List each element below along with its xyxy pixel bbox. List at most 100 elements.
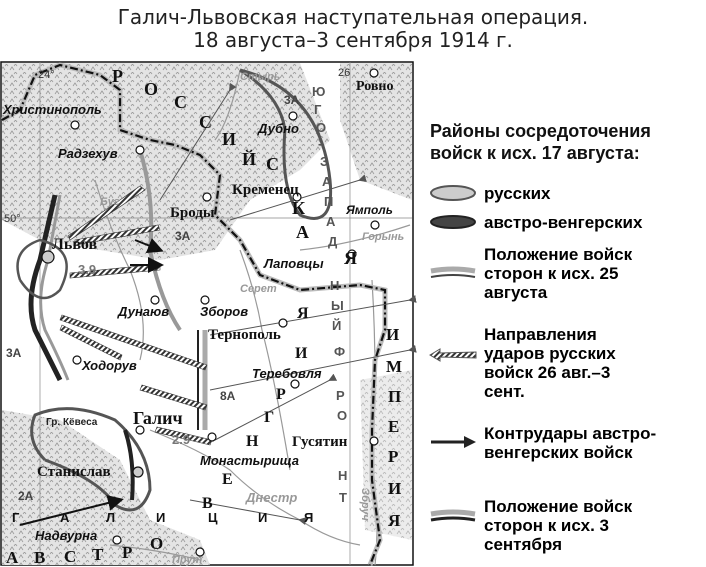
region-letter: Л [106,510,115,525]
region-letter: Т [92,545,104,564]
region-letter: Ф [334,344,345,359]
river-zbruch: Збруч [359,488,371,521]
region-letter: А [6,548,19,567]
region-letter: Я [388,511,400,530]
forest-area [2,410,210,565]
city-lapovtsy: Лаповцы [263,256,324,271]
city-labels: Ровно Христинополь Дубно Радзехув Кремен… [2,79,393,543]
region-letter: А [296,222,309,242]
city-ternopol: Тернополь [208,327,281,343]
russian-concentration-area [239,68,333,220]
austro-line [28,194,63,382]
dark-arrow-icon [431,436,476,448]
russian-line [39,194,70,381]
front-line-25aug-icon [430,266,476,278]
title-line-1: Галич-Львовская наступательная операция. [117,5,589,29]
city-yampol: Ямполь [345,203,393,217]
city-lvov: Львов [52,236,98,253]
region-letter: Й [332,318,341,333]
region-letter: Я [304,510,313,525]
city-brody: Броды [170,205,215,221]
region-letter: О [150,534,163,553]
lon-24-label: 24° [38,69,55,81]
legend-title: Районы сосредоточения войск к исх. 17 ав… [430,121,651,163]
city-galich: Галич [133,408,183,428]
region-letter: Т [339,490,347,505]
legend-label-front-3sep: Положение войск сторон к исх. 3 сентября [484,497,633,554]
army-2a: 2А [18,489,34,503]
region-letter: Н [330,278,339,293]
legend-item-austro-counterstrikes: Контрудары австро-венгерских войск [431,424,664,462]
region-letter: Н [338,468,347,483]
region-letter: Я [297,305,309,322]
region-letter: С [174,92,187,112]
legend-label-austro-counterstrikes: Контрудары австро-венгерских войск [484,424,657,462]
date-label-2-9: 2.9 [172,432,190,447]
hatched-arrow-icon [429,348,477,362]
region-letter: Р [336,388,345,403]
river-dnestr: Днестр [245,490,297,505]
region-letter: О [337,408,347,423]
army-3a-west: 3А [6,346,22,360]
state-border [1,63,387,566]
river-bug: Буг [100,196,120,208]
region-letter: И [388,479,401,498]
map-title: Галич-Львовская наступательная операция.… [0,6,706,52]
region-letter: Г [12,510,20,525]
direction-arrows [159,82,417,526]
region-letter: И [156,510,165,525]
region-letter: Ы [331,298,344,313]
austro-line [123,429,135,501]
river-prut: Прут [172,554,202,566]
city-rovno: Ровно [356,79,393,94]
region-letter: З [320,154,328,169]
region-letter: И [222,129,236,149]
region-letter: С [266,154,279,174]
region-letter: И [258,510,267,525]
region-letter: О [316,120,326,135]
legend-label-russian-strikes: Направления ударов русских войск 26 авг.… [484,325,616,401]
kevess-group-label: Гр. Кёвеса [46,417,98,428]
region-letter: Е [222,471,233,488]
city-nadvurna: Надвурна [35,528,97,543]
city-markers [41,68,380,557]
region-letter: Г [314,102,322,117]
grid-labels: 24° 26 50° [4,67,350,225]
legend-label-russian: русских [484,184,551,203]
region-letter: Я [344,248,357,268]
city-dubno: Дубно [257,121,299,136]
lon-26-label: 26 [338,67,350,79]
river-labels: Стырь Буг Серет Горынь Днестр Прут Збруч [100,71,404,566]
light-oval-icon [430,185,476,201]
region-letter: Р [276,386,286,403]
city-khodoruv: Ходорув [81,358,137,373]
region-letter: - [318,136,322,151]
region-letter: А [322,174,332,189]
front-line-3sep-icon [430,509,476,522]
region-letter: Д [328,234,338,249]
region-letter: В [34,548,45,567]
river-seret: Серет [240,283,277,295]
region-letter: К [292,198,305,218]
region-letter: О [144,79,158,99]
dark-oval-icon [430,215,476,229]
russian-strike-arrows [59,185,213,446]
lat-50-label: 50° [4,213,21,225]
legend-item-russian: русских [430,184,684,203]
region-letter: Ц [208,510,218,525]
army-3a-center: 3А [175,229,191,243]
army-labels: 3А 3А 3А 8А 2А Гр. Кёвеса 3.9 2.9 [6,93,300,503]
army-8a: 8А [220,389,236,403]
forest-area [2,63,330,260]
region-letter: Ю [312,84,325,99]
city-gusyatin: Гусятин [292,434,348,450]
region-letter: И [386,325,399,344]
forest-area [340,63,412,200]
army-3a-north: 3А [284,93,300,107]
lvov-area [16,238,68,300]
